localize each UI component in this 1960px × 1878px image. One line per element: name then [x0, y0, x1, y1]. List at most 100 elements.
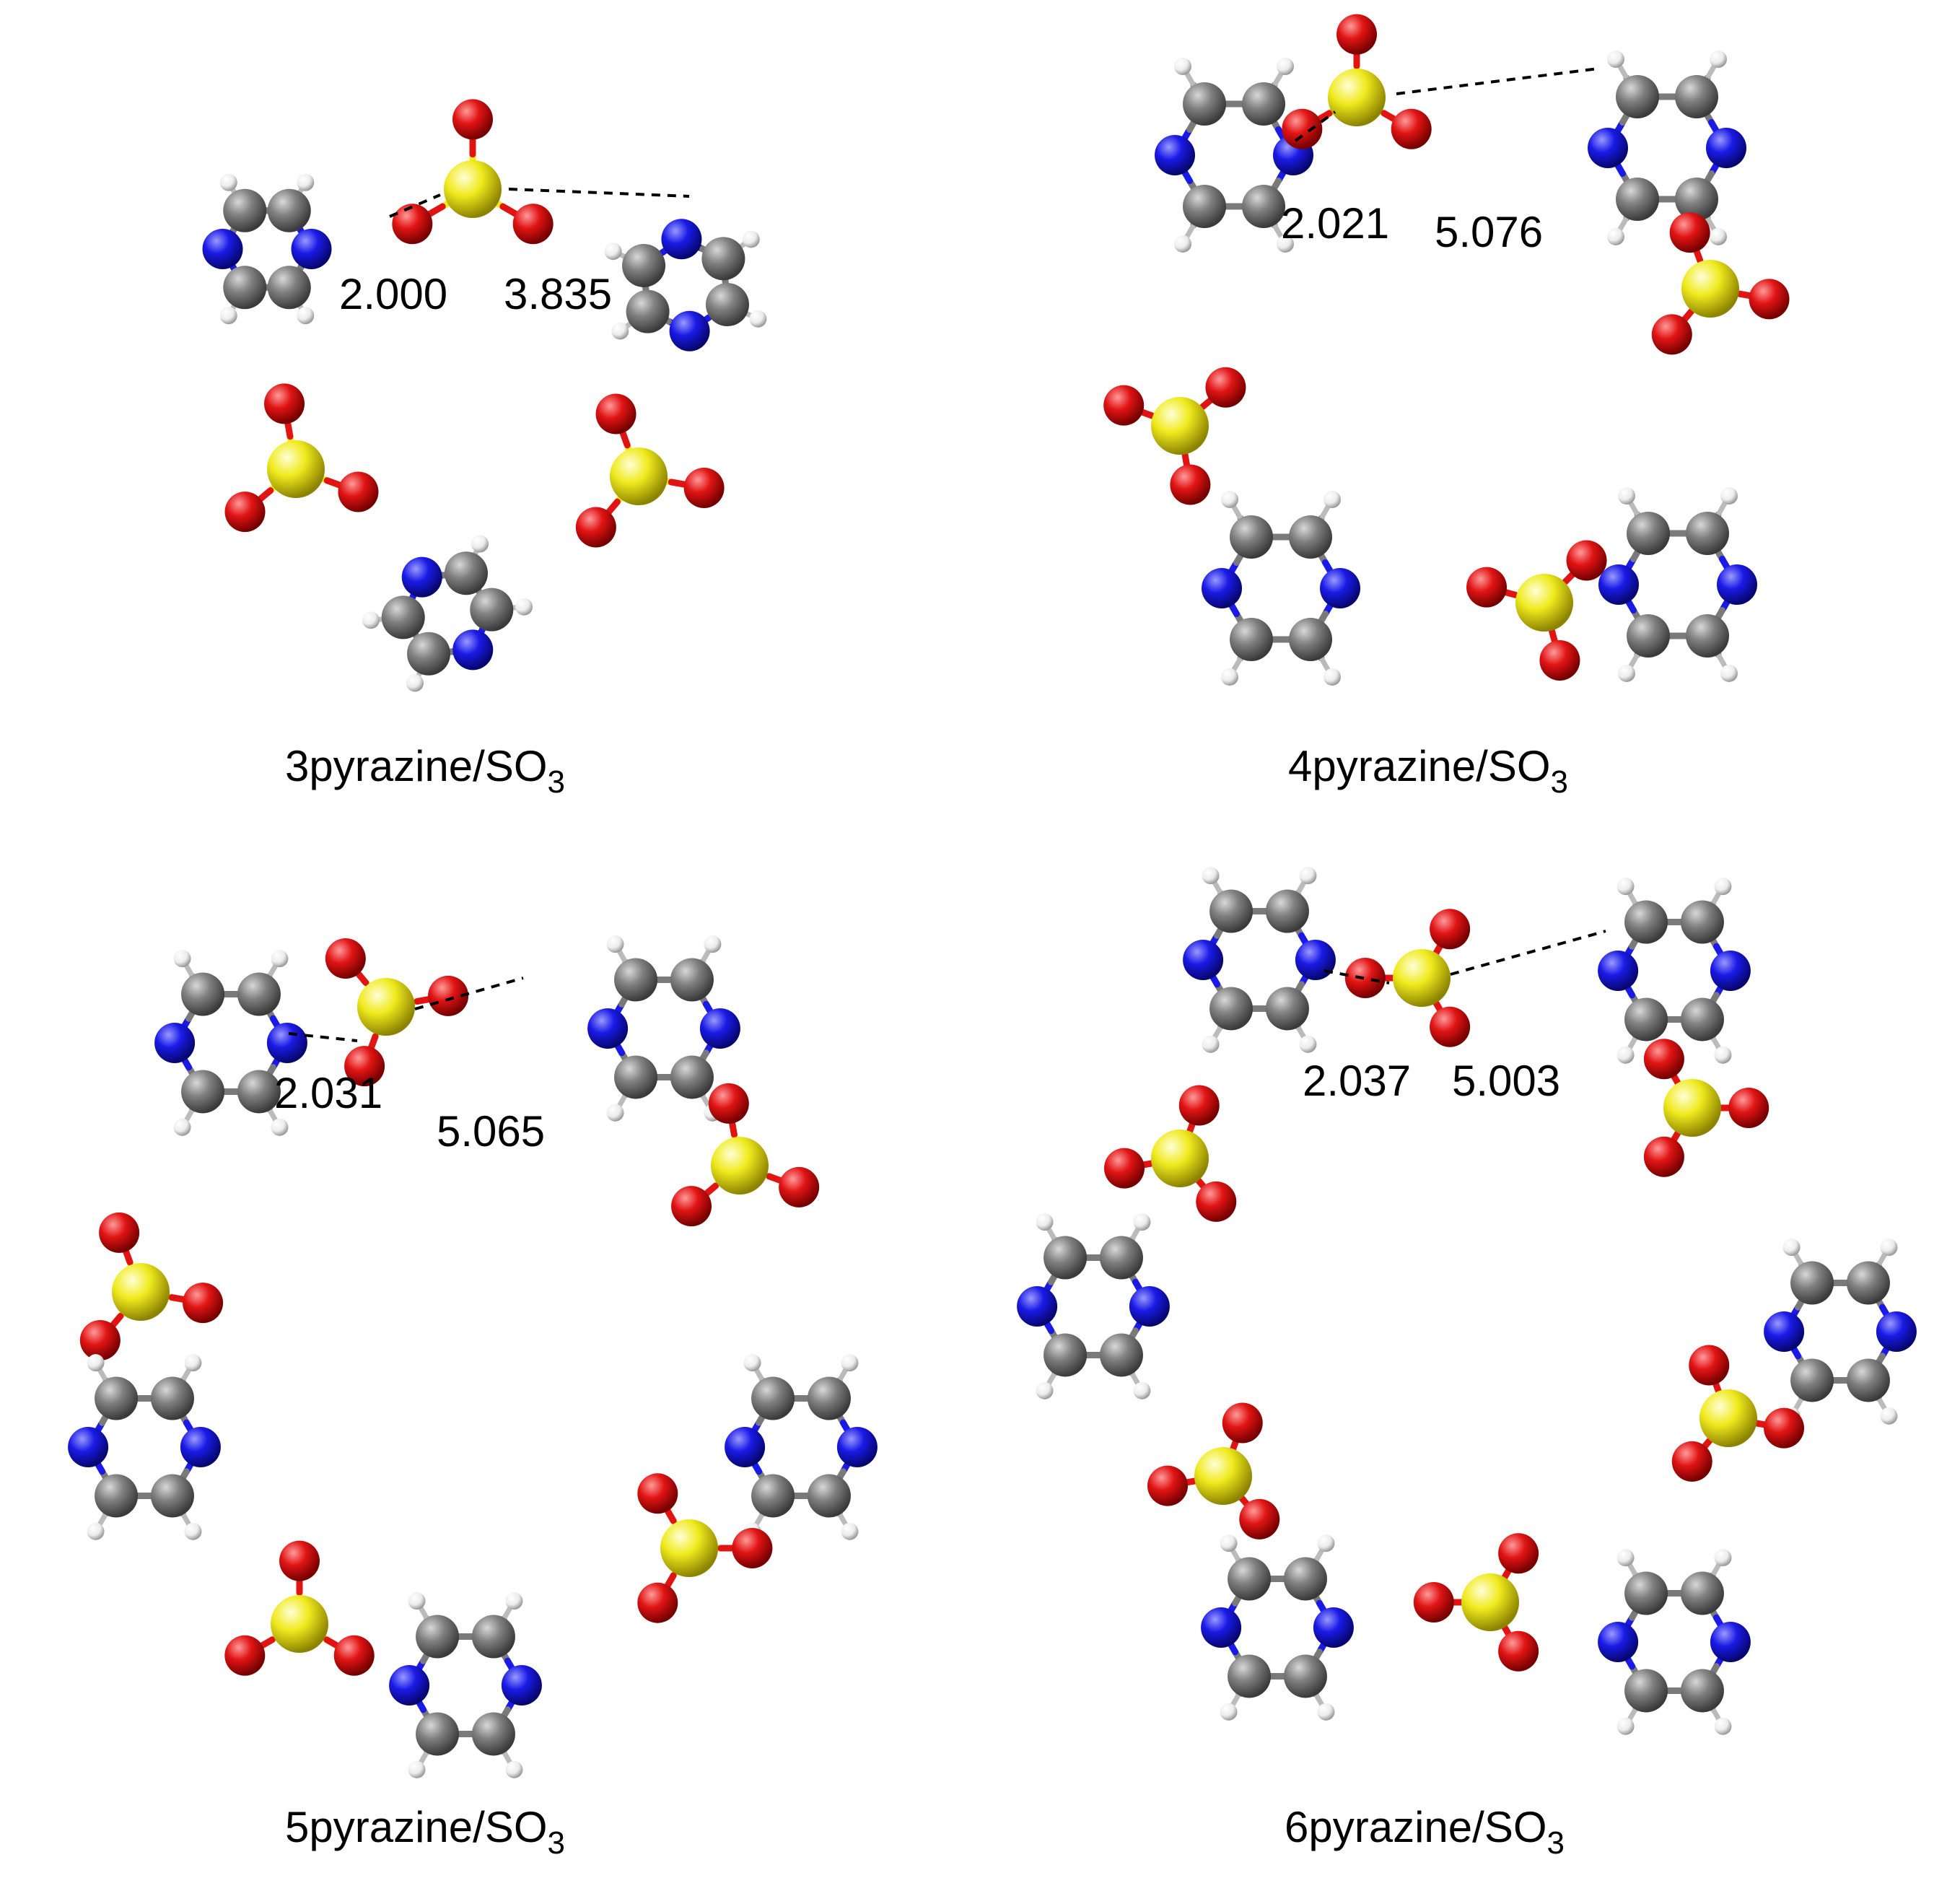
- caption-subscript: 3: [548, 764, 565, 800]
- distance-label: 3.835: [504, 270, 612, 318]
- sulfur-atom: [660, 1519, 718, 1577]
- carbon-atom: [1846, 1261, 1890, 1305]
- nitrogen-atom: [725, 1427, 766, 1467]
- carbon-atom: [181, 1070, 225, 1114]
- sulfur-atom: [1699, 1389, 1757, 1447]
- carbon-atom: [1686, 614, 1729, 658]
- molecule: [325, 938, 469, 1087]
- carbon-atom: [444, 551, 488, 595]
- oxygen-atom: [1749, 279, 1790, 320]
- carbon-atom: [381, 595, 425, 639]
- oxygen-atom: [1103, 1148, 1145, 1189]
- carbon-atom: [1675, 74, 1718, 118]
- carbon-atom: [1624, 1571, 1668, 1615]
- oxygen-atom: [1466, 567, 1508, 608]
- hydrogen-atom: [1714, 878, 1732, 896]
- oxygen-atom: [183, 1283, 224, 1324]
- oxygen-atom: [708, 1083, 749, 1124]
- panel-caption: 6pyrazine/SO3: [1285, 1803, 1565, 1861]
- nitrogen-atom: [1183, 940, 1224, 980]
- carbon-atom: [626, 289, 670, 333]
- oxygen-atom: [1728, 1088, 1769, 1128]
- nitrogen-atom: [587, 1008, 629, 1049]
- hydrogen-atom: [1618, 664, 1635, 682]
- hydrogen-atom: [1036, 1381, 1054, 1399]
- carbon-atom: [614, 1055, 658, 1099]
- contact-lines: [389, 188, 690, 218]
- nitrogen-atom: [180, 1427, 221, 1467]
- hydrogen-atom: [1220, 1703, 1238, 1721]
- carbon-atom: [416, 1615, 460, 1659]
- hydrogen-atom: [1174, 235, 1191, 253]
- oxygen-atom: [1651, 314, 1692, 355]
- carbon-atom: [237, 972, 281, 1016]
- hydrogen-atom: [1299, 867, 1317, 885]
- nitrogen-atom: [1320, 568, 1360, 608]
- sulfur-atom: [1194, 1447, 1252, 1505]
- nitrogen-atom: [266, 1023, 307, 1063]
- caption-formula: 5pyrazine/SO: [285, 1803, 548, 1851]
- hydrogen-atom: [297, 173, 315, 191]
- carbon-atom: [1680, 1669, 1724, 1713]
- oxygen-atom: [779, 1166, 820, 1207]
- carbon-atom: [1790, 1358, 1834, 1402]
- sulfur-atom: [1663, 1079, 1721, 1137]
- nitrogen-atom: [1710, 951, 1751, 991]
- nitrogen-atom: [1598, 564, 1639, 605]
- carbon-atom: [95, 1376, 139, 1420]
- carbon-atom: [223, 266, 267, 310]
- molecule: [1598, 1549, 1751, 1735]
- distance-label: 2.037: [1303, 1057, 1411, 1105]
- oxygen-atom: [1566, 540, 1607, 581]
- caption-formula: 4pyrazine/SO: [1288, 742, 1551, 790]
- hydrogen-atom: [1616, 1046, 1635, 1064]
- nitrogen-atom: [1598, 1622, 1639, 1662]
- sulfur-atom: [1461, 1573, 1519, 1631]
- hydrogen-atom: [219, 173, 237, 191]
- hydrogen-atom: [704, 935, 722, 953]
- oxygen-atom: [1391, 108, 1432, 149]
- oxygen-atom: [428, 975, 469, 1016]
- carbon-atom: [471, 1615, 515, 1659]
- carbon-atom: [1680, 900, 1724, 944]
- molecule: [224, 1540, 375, 1676]
- oxygen-atom: [1205, 367, 1246, 408]
- carbon-atom: [470, 588, 514, 632]
- hydrogen-atom: [1616, 1549, 1635, 1567]
- caption-formula: 3pyrazine/SO: [285, 742, 548, 790]
- oxygen-atom: [637, 1473, 678, 1514]
- oxygen-atom: [1498, 1630, 1539, 1672]
- hydrogen-atom: [1277, 58, 1294, 76]
- oxygen-atom: [1282, 108, 1323, 149]
- carbon-atom: [1044, 1236, 1088, 1280]
- hydrogen-atom: [1202, 867, 1220, 885]
- hydrogen-atom: [297, 307, 315, 325]
- hydrogen-atom: [184, 1354, 202, 1372]
- distance-label: 5.076: [1435, 208, 1543, 256]
- hydrogen-atom: [1133, 1213, 1151, 1231]
- carbon-atom: [807, 1474, 851, 1518]
- carbon-atom: [237, 1070, 281, 1114]
- nitrogen-atom: [661, 219, 702, 260]
- oxygen-atom: [325, 938, 366, 979]
- molecule: [575, 393, 725, 548]
- contact-line: [1324, 969, 1390, 984]
- distance-label: 2.021: [1281, 199, 1389, 248]
- molecule: [1598, 487, 1757, 682]
- oxygen-atom: [683, 467, 725, 508]
- molecule: [604, 219, 767, 351]
- oxygen-atom: [637, 1582, 678, 1623]
- hydrogen-atom: [515, 598, 533, 616]
- hydrogen-atom: [1221, 668, 1238, 686]
- nitrogen-atom: [1710, 1622, 1751, 1662]
- distance-label: 5.003: [1452, 1057, 1560, 1105]
- hydrogen-atom: [1607, 227, 1624, 245]
- carbon-atom: [1283, 1557, 1327, 1601]
- panel-6pyrazine: 2.037 5.003 6pyrazine/SO3: [1017, 867, 1917, 1861]
- oxygen-atom: [575, 507, 616, 548]
- molecule: [1147, 1402, 1280, 1539]
- carbon-atom: [751, 1474, 795, 1518]
- nitrogen-atom: [1202, 568, 1242, 608]
- molecule: [68, 1354, 221, 1540]
- nitrogen-atom: [1155, 135, 1195, 175]
